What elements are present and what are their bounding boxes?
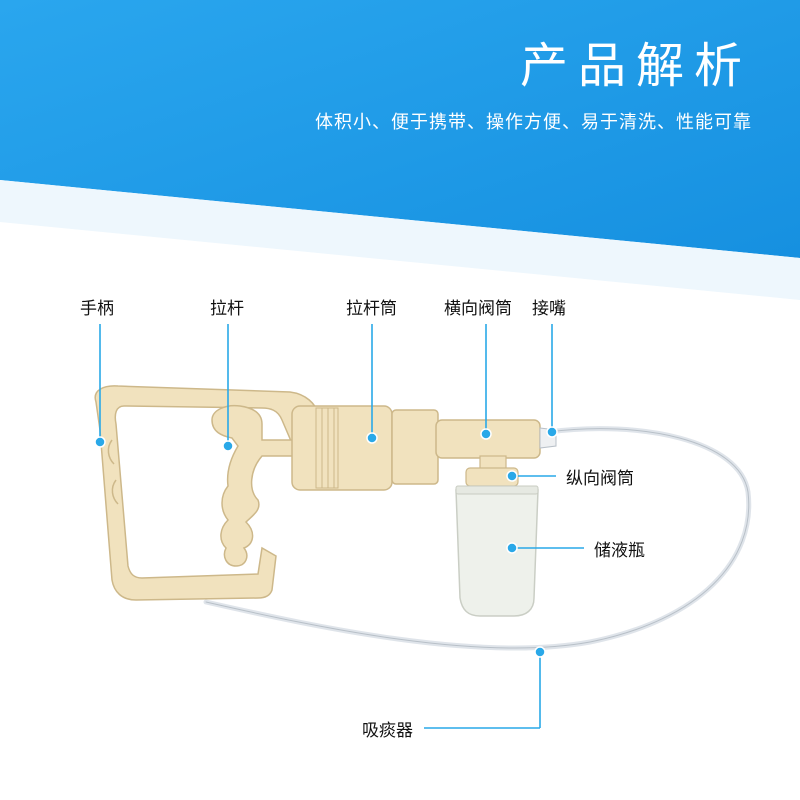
page-title: 产品解析 bbox=[519, 38, 752, 94]
label-rod-cylinder: 拉杆筒 bbox=[346, 299, 397, 319]
rod-cylinder-shape bbox=[291, 405, 393, 491]
label-suction-tube: 吸痰器 bbox=[362, 721, 413, 741]
label-nozzle: 接嘴 bbox=[532, 299, 566, 319]
liquid-bottle-shape bbox=[455, 489, 539, 617]
page-subtitle: 体积小、便于携带、操作方便、易于清洗、性能可靠 bbox=[315, 112, 752, 133]
handle-shape bbox=[94, 385, 325, 601]
label-horizontal-valve: 横向阀筒 bbox=[444, 299, 512, 319]
header-band bbox=[0, 0, 800, 300]
label-vertical-valve: 纵向阀筒 bbox=[566, 469, 634, 489]
label-pull-rod: 拉杆 bbox=[210, 299, 244, 319]
label-handle: 手柄 bbox=[80, 299, 114, 319]
label-liquid-bottle: 储液瓶 bbox=[594, 541, 645, 561]
